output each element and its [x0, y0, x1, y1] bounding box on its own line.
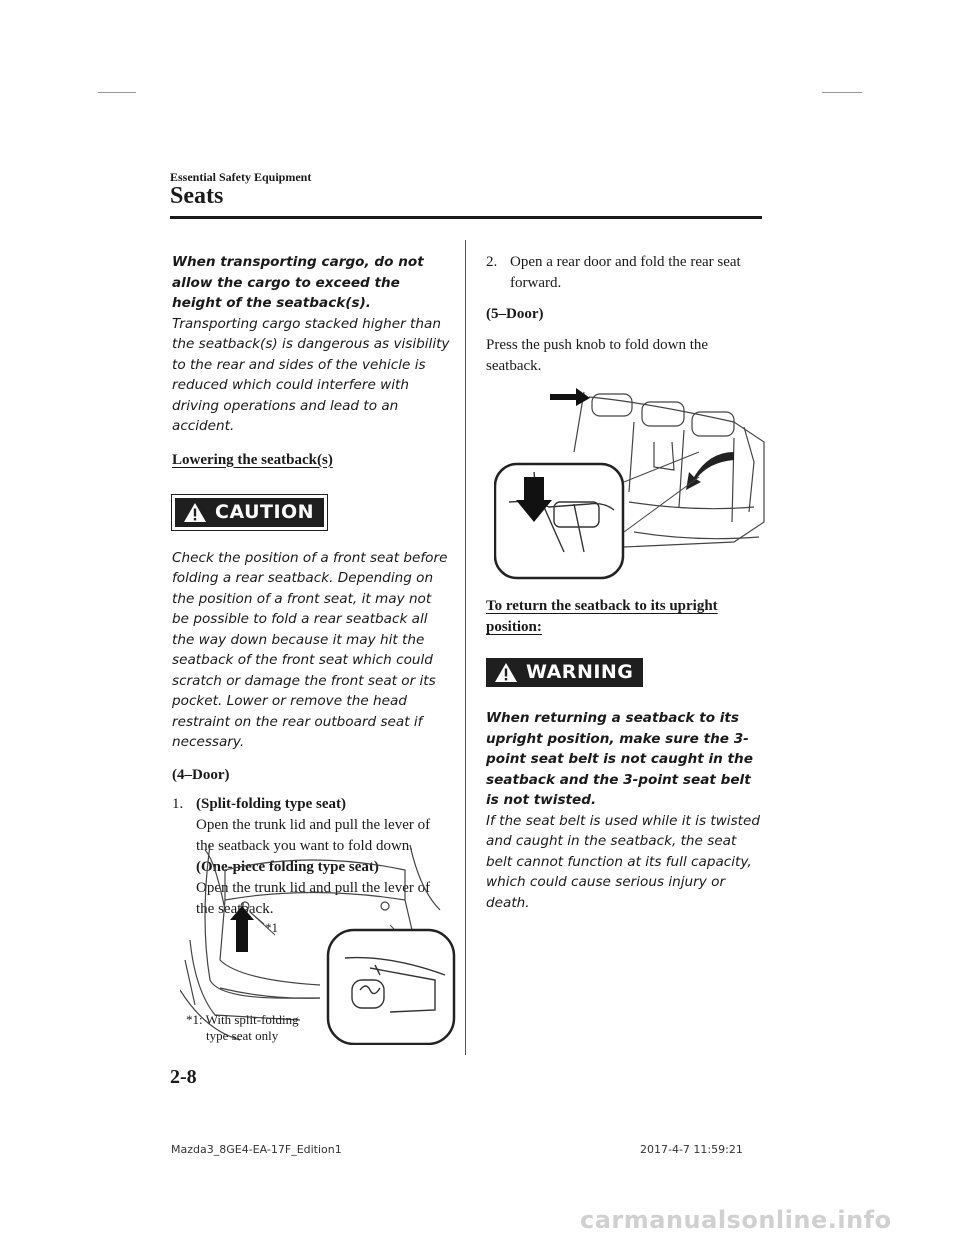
crop-mark-right — [822, 92, 862, 93]
caution-label: CAUTION — [215, 500, 315, 523]
step-2-number: 2. — [486, 254, 498, 270]
crop-mark-left — [98, 92, 136, 93]
step-1-number: 1. — [172, 795, 184, 812]
warning-badge-wrap: WARNING — [486, 658, 764, 690]
caution-text: Check the position of a front seat befor… — [172, 549, 448, 751]
step-1-split-text: Open the trunk lid and pull the lever of… — [196, 816, 431, 854]
document-id: Mazda3_8GE4-EA-17F_Edition1 — [171, 1143, 342, 1156]
page-title: Seats — [170, 183, 224, 209]
watermark: carmanualsonline.info — [580, 1206, 892, 1234]
footnote: *1: With split-folding type seat only — [186, 1012, 299, 1044]
warning-continued-text: Transporting cargo stacked higher than t… — [172, 315, 450, 435]
return-heading: To return the seatback to its upright po… — [486, 598, 718, 635]
callout-star-1: *1 — [265, 920, 278, 935]
left-column: When transporting cargo, do not allow th… — [170, 252, 452, 920]
warning-continued-bold: When transporting cargo, do not allow th… — [172, 254, 424, 311]
warning-text: If the seat belt is used while it is twi… — [486, 812, 760, 911]
five-door-heading: (5–Door) — [486, 306, 544, 322]
print-timestamp: 2017-4-7 11:59:21 — [640, 1143, 743, 1156]
step-2: 2. Open a rear door and fold the rear se… — [486, 252, 764, 294]
column-divider — [465, 240, 466, 1055]
warning-badge: WARNING — [486, 658, 644, 687]
step-1: 1. (Split-folding type seat) Open the tr… — [172, 794, 452, 920]
warning-bold-text: When returning a seatback to its upright… — [486, 710, 753, 808]
curved-arrow-icon — [686, 452, 734, 490]
step-1-onepiece-text: Open the trunk lid and pull the lever of… — [196, 879, 431, 917]
caution-badge-wrap: CAUTION — [170, 493, 452, 531]
footnote-line-2: type seat only — [206, 1028, 279, 1043]
trunk-lever-illustration: *1 — [180, 844, 456, 1045]
right-column-lower: To return the seatback to its upright po… — [486, 596, 764, 913]
right-column: 2. Open a rear door and fold the rear se… — [486, 252, 764, 377]
right-arrow-icon — [550, 388, 590, 406]
warning-triangle-icon — [495, 663, 517, 682]
title-rule — [170, 216, 762, 219]
step-2-text: Open a rear door and fold the rear seat … — [510, 254, 741, 291]
down-arrow-icon — [516, 477, 552, 522]
section-label: Essential Safety Equipment — [170, 170, 312, 184]
footnote-line-1: *1: With split-folding — [186, 1012, 299, 1027]
up-arrow-icon — [230, 906, 254, 952]
four-door-heading: (4–Door) — [172, 766, 230, 783]
warning-triangle-icon — [184, 502, 206, 522]
page-number: 2-8 — [170, 1066, 197, 1088]
five-door-text: Press the push knob to fold down the sea… — [486, 337, 709, 374]
caution-badge: CAUTION — [170, 493, 329, 531]
lowering-heading: Lowering the seatback(s) — [172, 451, 333, 468]
step-1-split-title: (Split-folding type seat) — [196, 795, 346, 812]
warning-label: WARNING — [526, 661, 634, 683]
step-1-onepiece-title: (One-piece folding type seat) — [196, 858, 379, 875]
rear-seat-fold-illustration — [494, 388, 765, 580]
